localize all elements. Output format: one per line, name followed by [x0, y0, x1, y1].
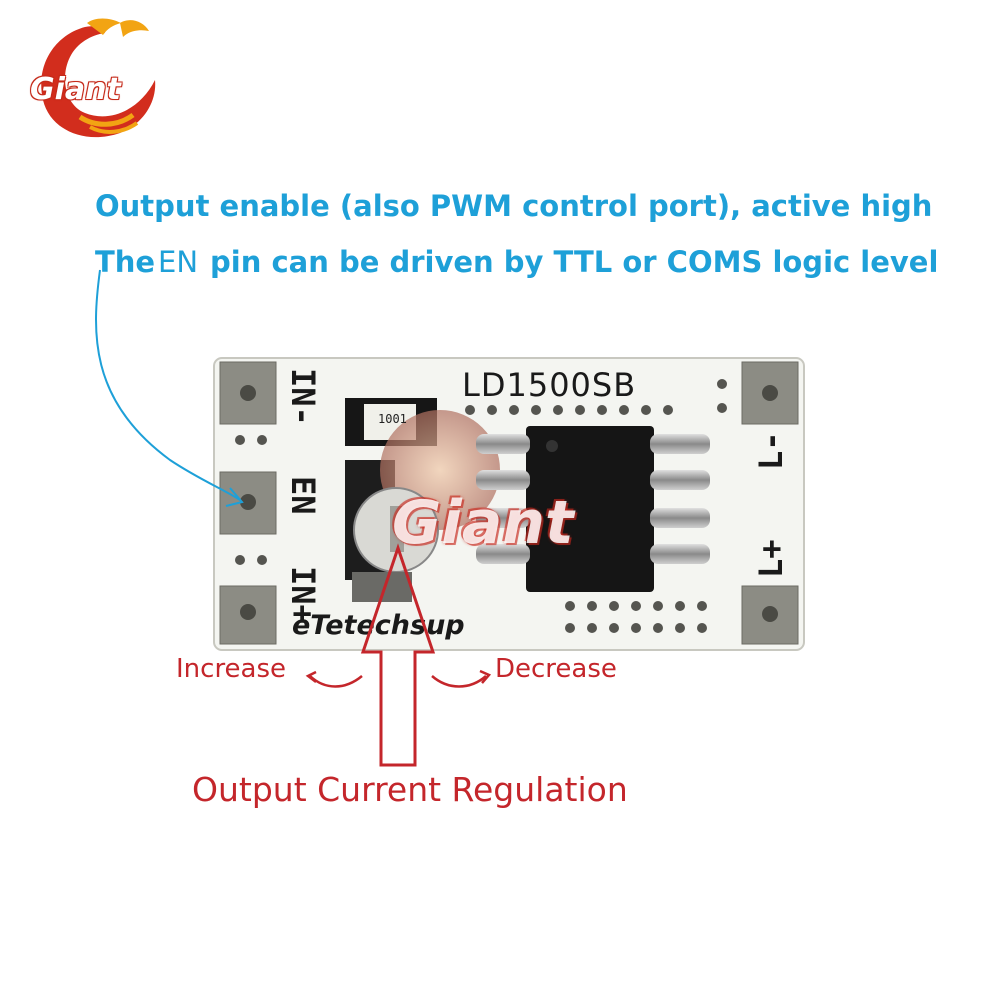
board-brand-label: eTetechsup: [292, 610, 465, 641]
headline-line-1: Output enable (also PWM control port), a…: [95, 189, 933, 223]
increase-label: Increase: [176, 654, 287, 684]
headline-en-pin: EN: [158, 245, 199, 279]
board-model-label: LD1500SB: [462, 366, 637, 404]
headline-line-2-start: The: [95, 245, 156, 279]
brand-logo: [41, 18, 156, 138]
headline-line-2-end: pin can be driven by TTL or COMS logic l…: [210, 245, 939, 279]
logo-text: Giant: [30, 72, 121, 107]
resistor-code-label: 1001: [378, 412, 407, 426]
decrease-label: Decrease: [495, 654, 617, 684]
output-current-regulation-label: Output Current Regulation: [192, 770, 628, 809]
watermark-logo: Giant: [392, 488, 574, 558]
